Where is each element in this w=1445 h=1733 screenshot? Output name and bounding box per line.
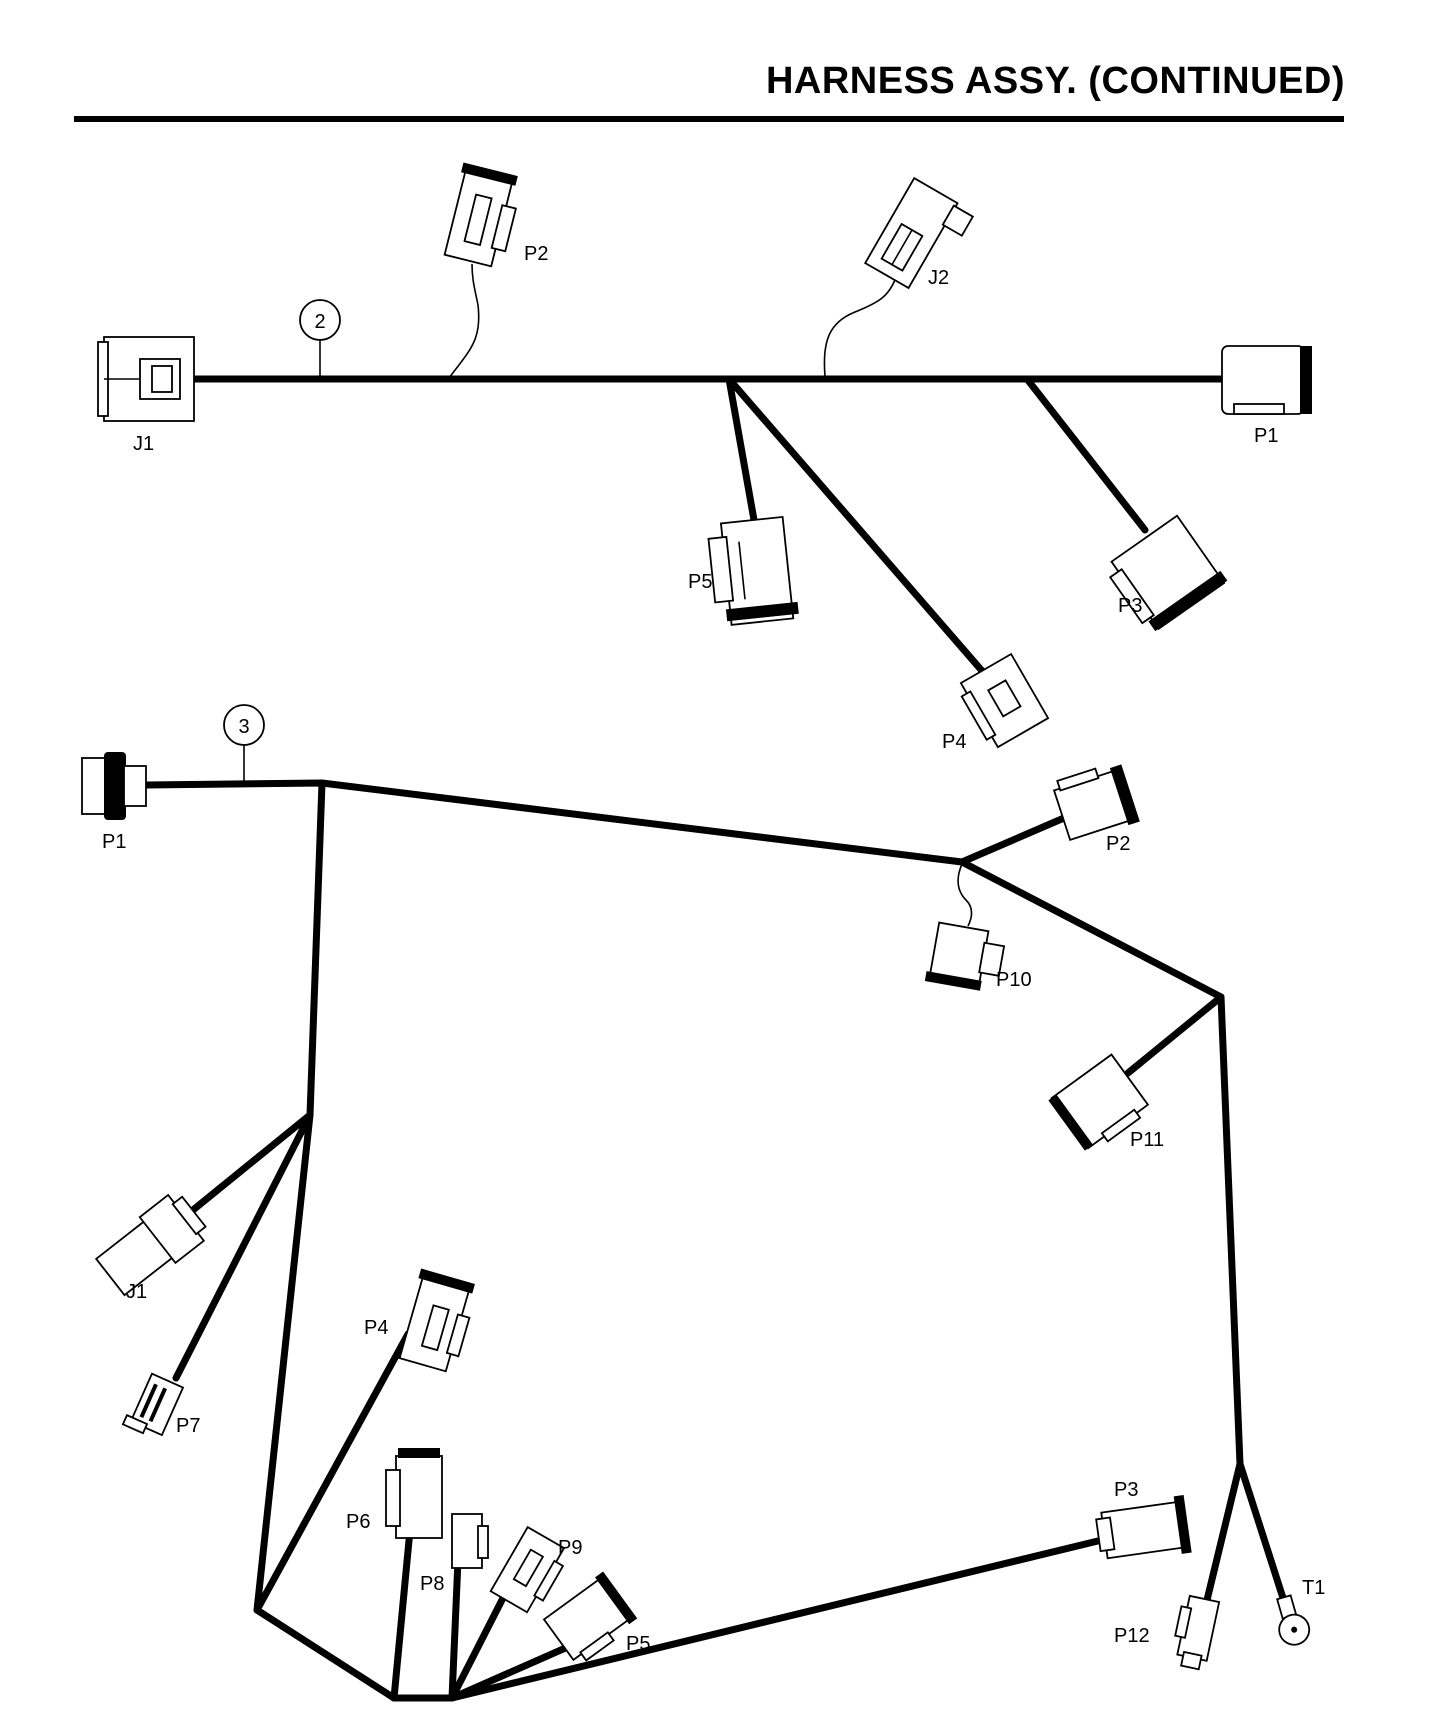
- harness-3-trunk-top: [142, 779, 966, 866]
- label-p4: P4: [364, 1317, 388, 1339]
- connector-t1-ring-terminal-icon: [1276, 1594, 1311, 1646]
- connector-p5-icon: [707, 515, 799, 626]
- harness-3-branch-p7: [172, 1111, 314, 1382]
- label-p5-top: P5: [688, 571, 712, 593]
- connector-p7-icon: [121, 1372, 185, 1437]
- harness-3: 3 P1 P2 P10 P11: [81, 704, 1325, 1702]
- label-p2-top: P2: [524, 243, 548, 265]
- harness-3-pigtail-p10: [957, 863, 973, 927]
- label-p9: P9: [558, 1537, 582, 1559]
- callout-2-number: 2: [314, 311, 325, 333]
- label-p8: P8: [420, 1573, 444, 1595]
- label-p5: P5: [626, 1633, 650, 1655]
- label-p3: P3: [1114, 1479, 1138, 1501]
- harness-3-branch-p2: [958, 814, 1068, 866]
- label-p2: P2: [1106, 833, 1130, 855]
- connector-j1-icon: [97, 336, 195, 422]
- harness-3-branch-p11: [1124, 993, 1225, 1077]
- label-p1-round: P1: [102, 831, 126, 853]
- page-title: HARNESS ASSY. (CONTINUED): [765, 60, 1345, 102]
- connector-p8-icon: [451, 1513, 489, 1569]
- connector-p12-icon: [1174, 1594, 1221, 1671]
- connector-p6-icon: [385, 1448, 443, 1539]
- harness-2-branch-p3: [1023, 375, 1149, 534]
- label-p11: P11: [1130, 1129, 1164, 1151]
- harness-2-pigtail-p2: [448, 263, 480, 379]
- callout-2-circle: [299, 299, 341, 341]
- harness-3-branch-p8: [448, 1556, 462, 1702]
- harness-3-branch-t1: [1236, 1460, 1287, 1602]
- label-p3-top: P3: [1118, 595, 1142, 617]
- label-p1-right: P1: [1254, 425, 1278, 447]
- harness-2-branch-p5: [725, 375, 758, 524]
- callout-3-circle: [223, 704, 265, 746]
- harness-3-branch-p4: [253, 1330, 412, 1614]
- label-p10: P10: [996, 969, 1032, 991]
- harness-3-branch-j1: [189, 1111, 314, 1214]
- label-j2: J2: [928, 267, 949, 289]
- connector-p3-icon: [1095, 1495, 1192, 1560]
- connector-p1-icon: [1221, 345, 1312, 415]
- connector-p2-icon: [1052, 764, 1140, 842]
- callout-3-number: 3: [238, 716, 249, 738]
- connector-p11-icon: [1048, 1053, 1150, 1151]
- harness-3-branch-p12: [1203, 1460, 1244, 1604]
- connector-p2-icon: [443, 162, 518, 268]
- harness-3-branch-p9: [448, 1592, 508, 1702]
- label-p7: P7: [176, 1415, 200, 1437]
- harness-3-branch-p6: [390, 1526, 414, 1702]
- label-j1-h3: J1: [126, 1281, 147, 1303]
- label-t1: T1: [1302, 1577, 1325, 1599]
- connector-p3-icon: [1108, 514, 1228, 632]
- connector-p9-icon: [489, 1525, 566, 1614]
- harness-2: 2 J1 P2 J2: [97, 162, 1312, 753]
- harness-2-pigtail-j2: [823, 279, 896, 377]
- connector-j1-icon: [94, 1193, 207, 1297]
- connector-p4-icon: [959, 652, 1050, 749]
- connector-p1-round-icon: [81, 752, 147, 820]
- harness-3-branch-p5: [448, 1642, 574, 1702]
- harness-2-branch-p4: [725, 375, 987, 676]
- label-p12: P12: [1114, 1625, 1150, 1647]
- label-j1: J1: [133, 433, 154, 455]
- connector-j2-icon: [863, 176, 975, 290]
- connector-p5-icon: [542, 1571, 638, 1662]
- title-rule: [74, 116, 1344, 122]
- connector-p10-icon: [924, 921, 1006, 991]
- label-p4-top: P4: [942, 731, 966, 753]
- connector-p4-icon: [398, 1268, 475, 1373]
- label-p6: P6: [346, 1511, 370, 1533]
- harness-3-branch-p3: [448, 1536, 1106, 1702]
